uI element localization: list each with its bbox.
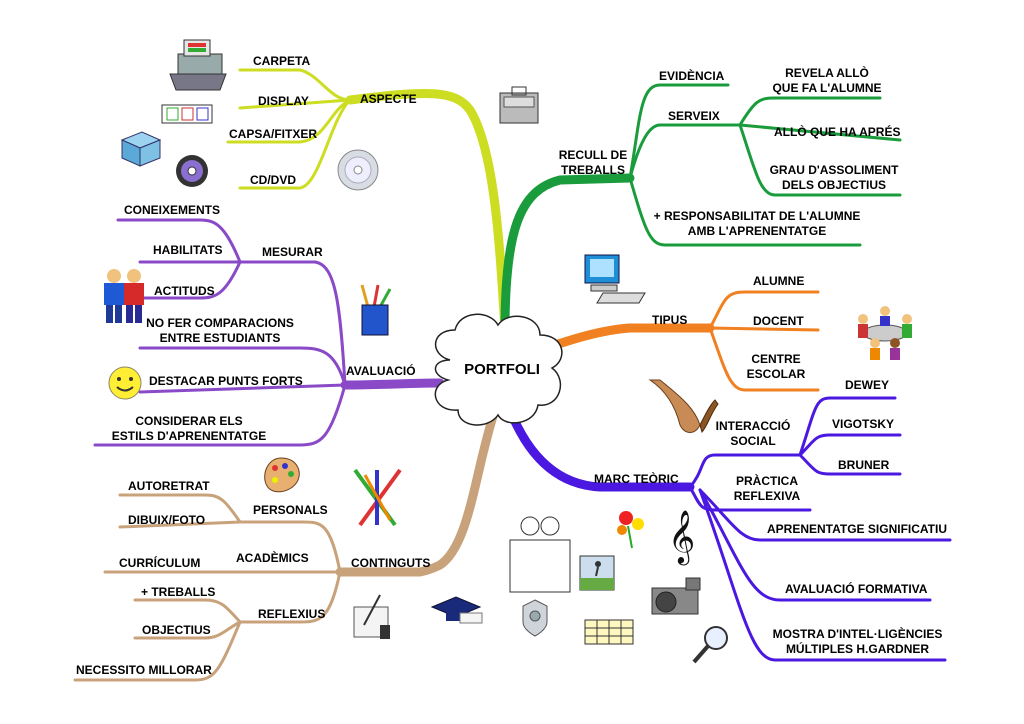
mesurar-item-coneixements: CONEIXEMENTS xyxy=(124,203,221,217)
recull-evidencia: EVIDÈNCIA xyxy=(659,69,725,83)
printer-icon xyxy=(169,39,227,91)
tipus-item-centre: CENTRE ESCOLAR xyxy=(745,352,807,382)
music-note-icon: 𝄞 xyxy=(668,509,695,565)
aspecte-item-capsa: CAPSA/FITXER xyxy=(229,127,318,141)
pencil-cup-icon xyxy=(360,284,392,336)
brushes-icon xyxy=(353,468,402,527)
tipus-item-centre-line2: ESCOLAR xyxy=(746,367,806,381)
magnifier-icon xyxy=(692,626,728,664)
aspecte-item-carpeta: CARPETA xyxy=(253,54,311,68)
scroll-icon xyxy=(353,594,390,639)
serveix-item-grau-line1: GRAU D'ASSOLIMENT xyxy=(769,163,899,177)
personals-item-dibuix: DIBUIX/FOTO xyxy=(128,513,206,527)
responsabilitat-line2: AMB L'APRENENTATGE xyxy=(687,224,827,238)
disc-icon xyxy=(176,155,208,187)
serveix-item-grau-line2: DELS OBJECTIUS xyxy=(781,178,886,192)
serveix-item-revela-line2: QUE FA L'ALUMNE xyxy=(772,81,882,95)
branch-continguts xyxy=(73,405,500,682)
practica-line1: PRÀCTICA xyxy=(736,474,798,488)
continguts-academics: ACADÈMICS xyxy=(236,551,309,565)
serveix-item-grau: GRAU D'ASSOLIMENT DELS OBJECTIUS xyxy=(764,163,904,193)
mesurar-item-actituds: ACTITUDS xyxy=(154,284,215,298)
camera-icon xyxy=(651,577,701,615)
continguts-reflexius: REFLEXIUS xyxy=(258,607,326,621)
serveix-item-revela-line1: REVELA ALLÒ xyxy=(785,66,869,80)
tipus-item-docent: DOCENT xyxy=(753,314,804,328)
table-icon xyxy=(584,619,634,645)
continguts-label: CONTINGUTS xyxy=(351,556,431,570)
aspecte-item-display: DISPLAY xyxy=(258,94,309,108)
palette-icon xyxy=(264,457,300,493)
recull-serveix: SERVEIX xyxy=(668,109,720,123)
marc-interaccio: INTERACCIÓ SOCIAL xyxy=(713,419,793,449)
avaluacio-item-comparacions: NO FER COMPARACIONS ENTRE ESTUDIANTS xyxy=(140,316,300,346)
recull-label-line1: RECULL DE xyxy=(558,148,628,162)
recull-label-line2: TREBALLS xyxy=(561,163,625,177)
film-strip-icon xyxy=(161,104,213,124)
aspecte-item-cd: CD/DVD xyxy=(250,173,297,187)
central-label: PORTFOLI xyxy=(464,361,540,378)
interaccio-item-bruner: BRUNER xyxy=(838,458,890,472)
marc-label: MARC TEÒRIC xyxy=(594,472,679,486)
tipus-item-alumne: ALUMNE xyxy=(753,274,805,288)
gardner-line2: MÚLTIPLES H.GARDNER xyxy=(785,642,930,656)
marc-item-formativa: AVALUACIÓ FORMATIVA xyxy=(785,582,928,596)
smiley-icon xyxy=(108,366,142,400)
continguts-personals: PERSONALS xyxy=(253,503,328,517)
serveix-item-apres: ALLÒ QUE HA APRÉS xyxy=(774,125,901,139)
cd-icon xyxy=(337,149,379,191)
badge-icon xyxy=(522,599,548,637)
avaluacio-item-punts-forts: DESTACAR PUNTS FORTS xyxy=(149,374,303,388)
personals-item-autoretrat: AUTORETRAT xyxy=(128,479,210,493)
handshake-icon xyxy=(648,379,719,434)
box-icon xyxy=(120,131,162,167)
graduation-cap-icon xyxy=(430,596,483,624)
recull-label: RECULL DE TREBALLS xyxy=(558,148,628,178)
interaccio-line2: SOCIAL xyxy=(730,434,776,448)
serveix-item-revela: REVELA ALLÒ QUE FA L'ALUMNE xyxy=(768,66,886,96)
comparacions-line1: NO FER COMPARACIONS xyxy=(146,316,294,330)
comparacions-line2: ENTRE ESTUDIANTS xyxy=(159,331,281,345)
flowers-icon xyxy=(617,511,644,549)
meeting-icon xyxy=(858,306,912,360)
svg-text:𝄞: 𝄞 xyxy=(668,509,695,565)
academics-item-curriculum: CURRÍCULUM xyxy=(119,556,201,570)
reflexius-item-objectius: OBJECTIUS xyxy=(142,623,211,637)
tipus-label: TIPUS xyxy=(652,313,688,327)
briefcase-icon xyxy=(499,86,539,124)
avaluacio-mesurar: MESURAR xyxy=(262,245,323,259)
avaluacio-item-estils: CONSIDERAR ELS ESTILS D'APRENENTATGE xyxy=(104,414,274,444)
marc-item-significatiu: APRENENTATGE SIGNIFICATIU xyxy=(767,522,947,536)
marc-practica: PRÀCTICA REFLEXIVA xyxy=(727,474,807,504)
runner-icon xyxy=(579,555,615,591)
branch-avaluacio xyxy=(93,218,445,447)
avaluacio-label: AVALUACIÓ xyxy=(346,364,416,378)
recull-responsabilitat: + RESPONSABILITAT DE L'ALUMNE AMB L'APRE… xyxy=(651,209,863,239)
reflexius-item-treballs: + TREBALLS xyxy=(141,585,216,599)
people-icon xyxy=(104,269,144,323)
tipus-item-centre-line1: CENTRE xyxy=(751,352,801,366)
estils-line2: ESTILS D'APRENENTATGE xyxy=(111,429,267,443)
interaccio-item-dewey: DEWEY xyxy=(845,378,890,392)
interaccio-item-vigotsky: VIGOTSKY xyxy=(832,417,895,431)
central-cloud xyxy=(434,313,563,426)
mesurar-item-habilitats: HABILITATS xyxy=(153,243,223,257)
computer-icon xyxy=(584,254,646,304)
marc-item-gardner: MOSTRA D'INTEL·LIGÈNCIES MÚLTIPLES H.GAR… xyxy=(765,627,950,657)
reflexius-item-millorar: NECESSITO MILLORAR xyxy=(76,663,212,677)
estils-line1: CONSIDERAR ELS xyxy=(135,414,243,428)
branch-recull xyxy=(500,83,902,335)
frame-icon xyxy=(509,516,571,593)
responsabilitat-line1: + RESPONSABILITAT DE L'ALUMNE xyxy=(653,209,861,223)
gardner-line1: MOSTRA D'INTEL·LIGÈNCIES xyxy=(772,627,943,641)
interaccio-line1: INTERACCIÓ xyxy=(715,419,791,433)
practica-line2: REFLEXIVA xyxy=(733,489,801,503)
branch-marc xyxy=(505,396,952,662)
aspecte-label: ASPECTE xyxy=(360,92,417,106)
branch-aspecte xyxy=(226,68,510,335)
